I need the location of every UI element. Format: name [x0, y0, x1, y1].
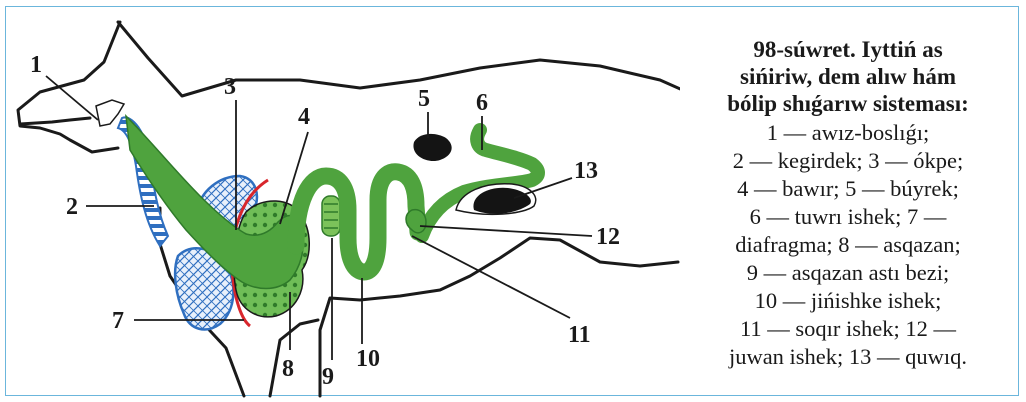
- caption-line: 11 — soqır ishek; 12 —: [678, 315, 1018, 343]
- caption-line: 1 — awız-boslıǵı;: [678, 119, 1018, 147]
- label-3: 3: [224, 74, 236, 100]
- caption-title-line: bólip shıǵarıw sisteması:: [678, 90, 1018, 117]
- label-10: 10: [356, 346, 380, 372]
- caption-line: 4 — bawır; 5 — búyrek;: [678, 175, 1018, 203]
- label-8: 8: [282, 356, 294, 382]
- label-13: 13: [574, 158, 598, 184]
- caption-line: 9 — asqazan astı bezi;: [678, 259, 1018, 287]
- figure-caption: 98-súwret. Iyttiń as sińiriw, dem alıw h…: [678, 36, 1018, 371]
- pancreas: [322, 196, 340, 236]
- caption-line: 2 — kegirdek; 3 — ókpe;: [678, 147, 1018, 175]
- label-9: 9: [322, 364, 334, 390]
- label-1: 1: [30, 52, 42, 78]
- label-6: 6: [476, 90, 488, 116]
- caption-title: 98-súwret. Iyttiń as sińiriw, dem alıw h…: [678, 36, 1018, 117]
- caption-line: 10 — jińishke ishek;: [678, 287, 1018, 315]
- caption-line: juwan ishek; 13 — quwıq.: [678, 343, 1018, 371]
- caption-line: 6 — tuwrı ishek; 7 —: [678, 203, 1018, 231]
- label-5: 5: [418, 86, 430, 112]
- cecum: [406, 210, 426, 233]
- kidney: [413, 134, 451, 161]
- label-2: 2: [66, 194, 78, 220]
- label-12: 12: [596, 224, 620, 250]
- small-intestine: [296, 172, 418, 272]
- caption-title-line: sińiriw, dem alıw hám: [678, 63, 1018, 90]
- dog-anatomy-illustration: 1 2 3 4 5 6 7 8 9 10 11 12 13: [0, 0, 680, 402]
- label-7: 7: [112, 308, 124, 334]
- label-11: 11: [568, 322, 591, 348]
- caption-title-line: 98-súwret. Iyttiń as: [678, 36, 1018, 63]
- label-4: 4: [298, 104, 310, 130]
- caption-line: diafragma; 8 — asqazan;: [678, 231, 1018, 259]
